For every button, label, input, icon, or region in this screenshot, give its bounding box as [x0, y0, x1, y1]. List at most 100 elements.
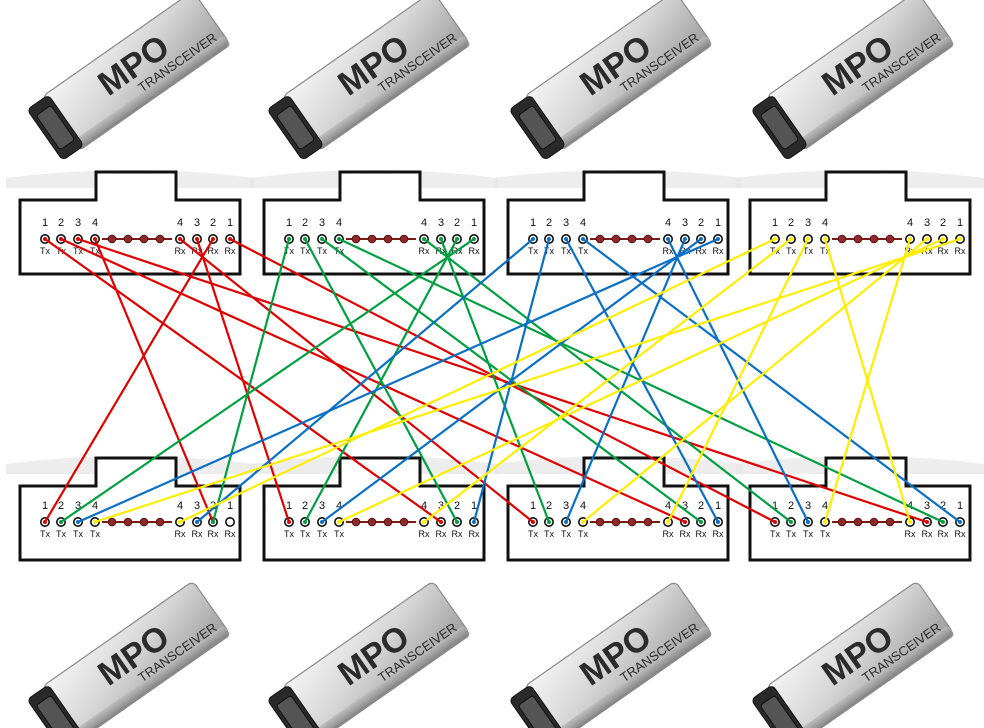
tx-port-number: 2: [546, 217, 552, 229]
tx-port-number: 2: [58, 217, 64, 229]
fiber-endpoint-dot: [941, 520, 945, 524]
rx-port-label: Rx: [469, 529, 480, 539]
tx-port-number: 4: [580, 500, 586, 512]
tx-port-label: Tx: [786, 529, 796, 539]
rx-port-number: 1: [227, 500, 233, 512]
tx-port-number: 3: [805, 217, 811, 229]
rx-port-label: Rx: [419, 246, 430, 256]
rx-port-label: Rx: [713, 529, 724, 539]
fiber-endpoint-dot: [59, 237, 63, 241]
fiber-endpoint-dot: [789, 520, 793, 524]
unused-fiber-dot: [595, 234, 605, 244]
unused-fiber-dot: [643, 517, 653, 527]
fiber-endpoint-dot: [823, 520, 827, 524]
fiber-endpoint-dot: [43, 237, 47, 241]
fiber-endpoint-dot: [716, 520, 720, 524]
unused-fiber-dot: [837, 517, 847, 527]
tx-port-number: 3: [563, 217, 569, 229]
fiber-endpoint-dot: [439, 520, 443, 524]
fiber-endpoint-dot: [287, 520, 291, 524]
unused-fiber-dot: [853, 517, 863, 527]
unused-fiber-dot: [367, 234, 377, 244]
transceiver-port-opening: [36, 695, 75, 728]
rx-port-label: Rx: [192, 246, 203, 256]
tx-port-number: 4: [580, 217, 586, 229]
unused-fiber-dot: [107, 234, 117, 244]
rx-port-number: 3: [194, 500, 200, 512]
fiber-endpoint-dot: [43, 520, 47, 524]
fiber-connection-line: [666, 237, 810, 524]
rx-port-number: 2: [940, 500, 946, 512]
fiber-connection-line: [439, 237, 551, 524]
tx-port-label: Tx: [528, 529, 538, 539]
tx-port-number: 3: [805, 500, 811, 512]
rx-port-number: 3: [438, 217, 444, 229]
transceiver-side: [314, 36, 470, 150]
tx-port-number: 2: [546, 500, 552, 512]
tx-port-number: 4: [336, 500, 342, 512]
rx-port-number: 2: [940, 217, 946, 229]
fiber-endpoint-dot: [303, 237, 307, 241]
fiber-endpoint-dot: [211, 237, 215, 241]
tx-port-label: Tx: [90, 246, 100, 256]
connector-outline: [18, 456, 242, 562]
tx-port-label: Tx: [284, 529, 294, 539]
unused-fiber-dot: [383, 517, 393, 527]
unused-fiber-dot: [611, 234, 621, 244]
rx-port-label: Rx: [938, 529, 949, 539]
rx-port-number: 3: [438, 500, 444, 512]
rx-port-number: 2: [698, 217, 704, 229]
fiber-endpoint-dot: [59, 520, 63, 524]
unused-fiber-dot: [399, 234, 409, 244]
unused-fiber-dot: [869, 234, 879, 244]
rx-port-number: 3: [194, 217, 200, 229]
transceiver-side: [556, 36, 712, 150]
tx-port-label: Tx: [56, 529, 66, 539]
tx-port-label: Tx: [317, 529, 327, 539]
fiber-endpoint-dot: [337, 520, 341, 524]
connector-outline: [748, 456, 972, 562]
rx-port-number: 4: [907, 217, 913, 229]
rx-port-label: Rx: [419, 529, 430, 539]
tx-port-label: Tx: [544, 246, 554, 256]
tx-port-number: 2: [302, 500, 308, 512]
rx-port-number: 3: [682, 500, 688, 512]
rx-port-number: 1: [957, 217, 963, 229]
fiber-endpoint-dot: [806, 520, 810, 524]
unused-fiber-dot: [123, 234, 133, 244]
tx-port-label: Tx: [544, 529, 554, 539]
unused-fiber-dot: [853, 234, 863, 244]
fiber-connection-line: [76, 237, 720, 524]
tx-port-label: Tx: [73, 246, 83, 256]
fiber-endpoint-dot: [806, 237, 810, 241]
fiber-connection-line: [228, 237, 777, 524]
fiber-endpoint-dot: [699, 237, 703, 241]
fiber-endpoint-dot: [925, 520, 929, 524]
unused-fiber-dot: [139, 517, 149, 527]
fiber-connection-line: [195, 237, 535, 524]
unused-fiber-dot: [155, 234, 165, 244]
fiber-endpoint-dot: [320, 237, 324, 241]
fiber-endpoint-dot: [789, 237, 793, 241]
fiber-endpoint-dot: [195, 520, 199, 524]
rx-port-label: Rx: [696, 529, 707, 539]
tx-port-label: Tx: [578, 246, 588, 256]
rx-port-label: Rx: [663, 529, 674, 539]
fiber-endpoint-dot: [581, 237, 585, 241]
transceiver-side: [314, 626, 470, 728]
rx-port-number: 2: [698, 500, 704, 512]
unused-fiber-dot: [611, 517, 621, 527]
rx-port-label: Rx: [225, 246, 236, 256]
tx-port-label: Tx: [528, 246, 538, 256]
tx-port-label: Tx: [40, 246, 50, 256]
fiber-connection-line: [43, 237, 215, 524]
rx-port-number: 3: [924, 500, 930, 512]
fiber-connection-line: [581, 237, 929, 524]
rx-port-number: 4: [421, 500, 427, 512]
fiber-endpoint-dot: [287, 237, 291, 241]
